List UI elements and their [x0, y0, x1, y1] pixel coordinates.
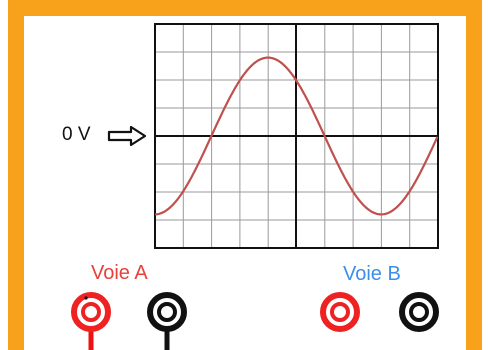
- screen: [154, 23, 439, 249]
- voie-a-label: Voie A: [91, 262, 148, 284]
- voie-b-red-terminal[interactable]: [320, 292, 360, 332]
- zero-volt-label: 0 V: [62, 124, 91, 145]
- voie-a-red-terminal[interactable]: [71, 292, 111, 332]
- signal-trace: [154, 56, 439, 216]
- voie-b-label: Voie B: [343, 263, 401, 285]
- voie-b-black-terminal[interactable]: [399, 292, 439, 332]
- voie-a-black-terminal[interactable]: [147, 292, 187, 332]
- oscilloscope-frame: [8, 0, 482, 350]
- zero-arrow-icon: [107, 125, 147, 147]
- screen-border: [154, 23, 439, 249]
